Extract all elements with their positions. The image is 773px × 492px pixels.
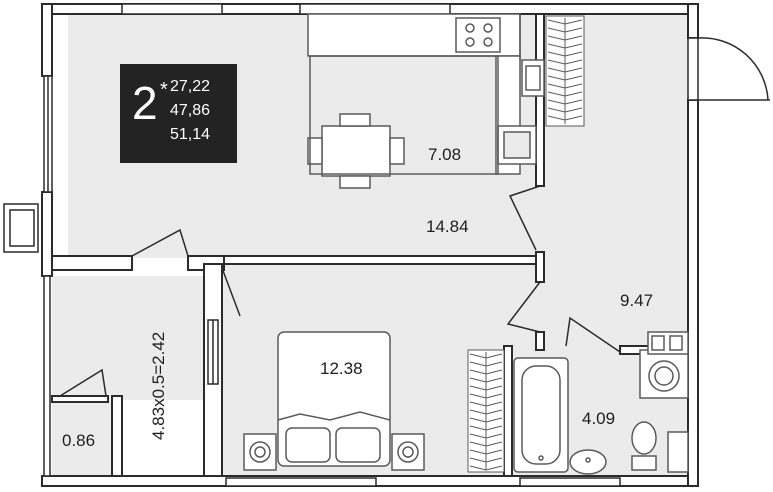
wall-living-balcony [51, 255, 133, 271]
room-label-kitchen: 7.08 [428, 145, 461, 164]
door-bedroom [221, 267, 241, 317]
window-bottom [225, 477, 377, 487]
door-living-balcony [131, 228, 189, 257]
wall-hall-bedroom-low [535, 331, 545, 351]
rooms-count: 2 [132, 77, 158, 129]
kitchen-furniture [307, 13, 545, 175]
wall-left-upper [41, 3, 53, 77]
rooms-marker: * [160, 79, 168, 101]
area-with-balcony: 51,14 [170, 126, 211, 143]
window-bottom-right [519, 477, 621, 487]
dining-table [307, 55, 499, 189]
stove [455, 17, 501, 53]
apartment-info-card: 2 * 27,22 47,86 51,14 [120, 64, 237, 163]
room-label-balcony: 4.83x0.5=2.42 [149, 332, 168, 440]
toilet [631, 421, 657, 455]
wall-hall-living-upper [535, 13, 545, 187]
wall-right-upper [687, 3, 699, 39]
wall-left-mid [41, 191, 53, 277]
room-label-hall: 9.47 [620, 291, 653, 310]
balcony-floor [52, 276, 204, 400]
interior-doors [59, 185, 621, 397]
window-balcony [43, 275, 51, 477]
area-total: 47,86 [170, 102, 211, 119]
entrance-door [687, 37, 770, 101]
room-label-storage: 0.86 [62, 431, 95, 450]
ac-unit [3, 203, 39, 253]
wall-storage-top [51, 395, 109, 403]
bathroom-fixtures [513, 331, 689, 475]
bed [243, 331, 425, 471]
wall-right-lower [687, 99, 699, 487]
door-hall-bedroom [506, 281, 541, 333]
storage-floor [52, 400, 120, 476]
wall-hall-bedroom [535, 251, 545, 283]
door-hall-living [508, 185, 541, 251]
wall-bedroom-bath [503, 345, 513, 477]
door-bath [565, 316, 621, 353]
wall-living-bedroom [221, 255, 543, 265]
room-label-bedroom: 12.38 [320, 359, 363, 378]
door-storage [59, 368, 107, 397]
window-top-right [299, 3, 451, 15]
room-label-bathroom: 4.09 [582, 409, 615, 428]
wall-storage-right [111, 395, 123, 477]
area-living: 27,22 [170, 78, 211, 95]
window-top-left [121, 3, 223, 15]
windows [43, 3, 621, 487]
room-label-living: 14.84 [426, 217, 469, 236]
